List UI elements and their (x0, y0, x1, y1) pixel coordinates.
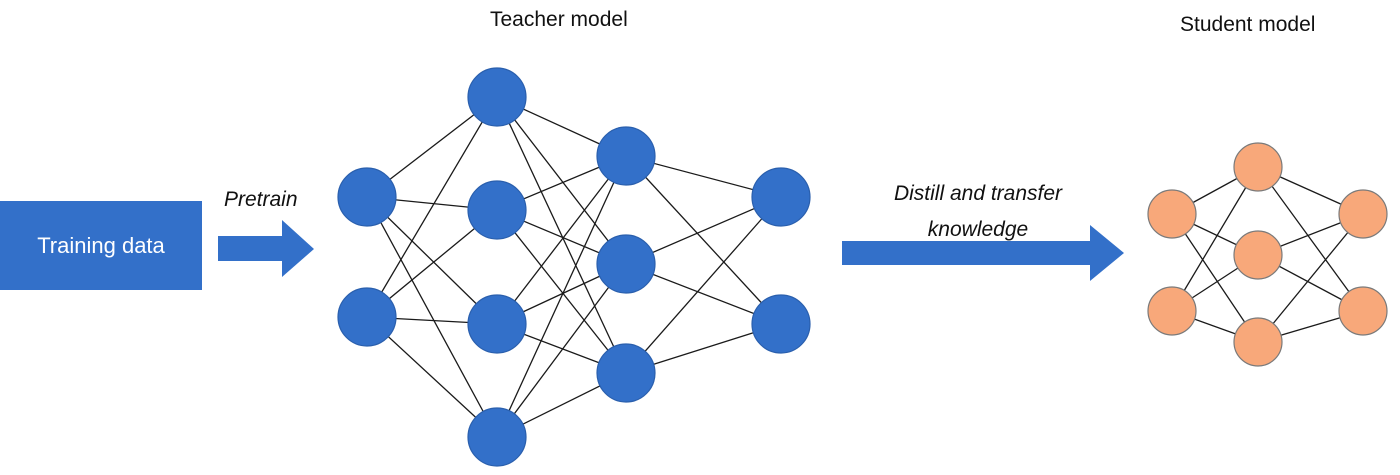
teacher-node-2-0 (596, 126, 656, 186)
teacher-node-0-0 (337, 167, 397, 227)
training-data-label: Training data (37, 232, 165, 258)
teacher-node-1-2 (467, 294, 527, 354)
teacher-node-2-2 (596, 343, 656, 403)
teacher-node-1-0 (467, 67, 527, 127)
student-node-0-1 (1147, 286, 1197, 336)
teacher-node-3-0 (751, 167, 811, 227)
student-node-1-2 (1233, 317, 1283, 367)
teacher-edge-1-1-2 (496, 209, 627, 374)
student-model-title: Student model (1180, 13, 1316, 36)
teacher-node-1-3 (467, 407, 527, 467)
student-node-2-0 (1338, 189, 1388, 239)
pretrain-label: Pretrain (224, 188, 298, 211)
teacher-edge-0-0-2 (366, 196, 498, 325)
nodes-layer (337, 67, 1388, 467)
teacher-node-1-1 (467, 180, 527, 240)
teacher-model-title: Teacher model (490, 8, 628, 31)
student-edge-0-0-2 (1171, 213, 1259, 343)
student-node-1-0 (1233, 142, 1283, 192)
student-edge-1-0-1 (1257, 166, 1364, 312)
distill-label: Distill and transfer knowledge (893, 182, 1063, 241)
distill-arrow (842, 225, 1124, 281)
teacher-node-2-1 (596, 234, 656, 294)
teacher-node-0-1 (337, 287, 397, 347)
teacher-edge-2-0-1 (625, 155, 782, 325)
teacher-edge-1-2-0 (496, 155, 627, 325)
teacher-edge-1-3-0 (496, 155, 627, 438)
training-data-box: Training data (0, 201, 202, 290)
pretrain-arrow (218, 220, 314, 277)
teacher-edge-1-3-1 (496, 263, 627, 438)
teacher-edge-1-0-1 (496, 96, 627, 265)
teacher-edge-2-2-0 (625, 196, 782, 374)
student-node-2-1 (1338, 286, 1388, 336)
edges-layer (366, 96, 1364, 438)
student-edge-1-2-0 (1257, 213, 1364, 343)
student-node-1-1 (1233, 230, 1283, 280)
teacher-edge-1-0-2 (496, 96, 627, 374)
teacher-edge-0-0-3 (366, 196, 498, 438)
student-node-0-0 (1147, 189, 1197, 239)
teacher-edge-0-1-0 (366, 96, 498, 318)
student-edge-0-1-0 (1171, 166, 1259, 312)
teacher-node-3-1 (751, 294, 811, 354)
